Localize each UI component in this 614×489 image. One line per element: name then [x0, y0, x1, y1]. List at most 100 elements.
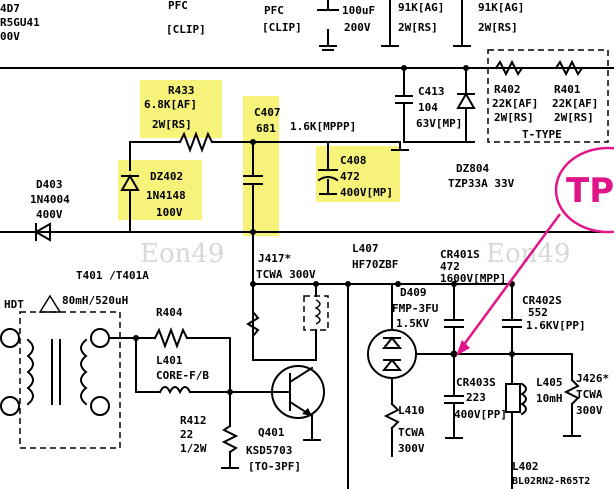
- r401-resistor: [554, 59, 584, 77]
- j417-jumper: [246, 310, 260, 338]
- label-cr403-val: 223: [466, 391, 486, 404]
- label-r404-name: R404: [156, 306, 183, 319]
- hdt-secondary-coil: [80, 338, 88, 406]
- label-d409-name: D409: [400, 286, 427, 299]
- label-r401-name: R401: [554, 83, 581, 96]
- coil-dashed-box: [303, 295, 329, 331]
- label-r433-w: 2W[RS]: [152, 118, 192, 131]
- label-dz804-name: DZ804: [456, 162, 489, 175]
- label-r401-w: 2W[RS]: [554, 111, 594, 124]
- r433-resistor: [178, 131, 214, 153]
- tp-arrow-head: [456, 340, 470, 356]
- label-r402-val: 22K[AF]: [492, 97, 538, 110]
- junction-dot: [463, 65, 469, 71]
- junction-dot: [133, 335, 139, 341]
- label-d403-name: D403: [36, 178, 63, 191]
- label-dz804-part: TZP33A 33V: [448, 177, 515, 190]
- label-d403-v: 400V: [36, 208, 63, 221]
- hdt-terminal: [0, 396, 20, 416]
- label-r412-name: R412: [180, 414, 207, 427]
- label-tp: TP: [566, 171, 614, 211]
- label-c407-val: 681: [256, 122, 276, 135]
- d403-diode: [33, 222, 51, 242]
- label-c407-name: C407: [254, 106, 281, 119]
- highlight-c408: [316, 146, 400, 202]
- label-l401-part: CORE-F/B: [156, 369, 209, 382]
- junction-dot: [250, 281, 256, 287]
- coil-icon: [314, 299, 321, 325]
- label-t401-val: 80mH/520uH: [62, 294, 128, 307]
- label-top-clip1: [CLIP]: [166, 23, 206, 36]
- label-c408-name: C408: [340, 154, 367, 167]
- label-c407-note: 1.6K[MPPP]: [290, 120, 356, 133]
- label-top-res1-w: 2W[RS]: [398, 21, 438, 34]
- label-cr403-name: CR403S: [456, 376, 496, 389]
- label-cr403-v: 400V[PP]: [454, 408, 507, 421]
- label-j417-part: TCWA 300V: [256, 268, 316, 281]
- r412-resistor: [221, 424, 239, 454]
- label-l402-part: BL02RN2-R65T2: [512, 476, 590, 487]
- label-top-clip2: [CLIP]: [262, 21, 302, 34]
- label-q401-pkg: [TO-3PF]: [248, 460, 301, 473]
- label-d409-part: FMP-3FU: [392, 302, 439, 315]
- label-l405-val: 10mH: [536, 392, 563, 405]
- label-j417-name: J417*: [258, 252, 291, 265]
- highlight-r433: [140, 80, 222, 138]
- label-left-top1: 4D7: [0, 2, 20, 15]
- label-left-top2: R5GU41: [0, 16, 40, 29]
- label-d409-v: 1.5KV: [396, 317, 429, 330]
- label-l402-name: L402: [512, 460, 539, 473]
- j426-jumper: [563, 378, 580, 406]
- label-r433-name: R433: [168, 84, 195, 97]
- hdt-primary-coil: [26, 338, 34, 406]
- label-left-top3: 00V: [0, 30, 20, 43]
- label-l407-name: L407: [352, 242, 379, 255]
- label-cr401-val: 472: [440, 260, 460, 273]
- hdt-terminal: [0, 328, 20, 348]
- label-dz402-v: 100V: [156, 206, 183, 219]
- label-c408-val: 472: [340, 170, 360, 183]
- dz804-diode: [456, 91, 476, 109]
- label-c413-val: 104: [418, 101, 438, 114]
- label-top-res1: 91K[AG]: [398, 1, 444, 14]
- label-top-pfc1: PFC: [168, 0, 188, 12]
- tp-junction-dot: [450, 350, 458, 358]
- junction-dot: [250, 139, 256, 145]
- label-j426-name: J426*: [576, 372, 609, 385]
- label-t-type: T-TYPE: [522, 128, 562, 141]
- q401-collector: [288, 366, 314, 384]
- label-c408-v: 400V[MP]: [340, 186, 393, 199]
- q401-emitter-arrow: [302, 408, 312, 416]
- watermark-left: Eon49: [140, 239, 224, 269]
- label-cr402-val: 552: [528, 306, 548, 319]
- tp-marker-ellipse: [554, 146, 614, 234]
- label-l410-name: L410: [398, 404, 425, 417]
- label-top-pfc2: PFC: [264, 4, 284, 17]
- label-l410-v: 300V: [398, 442, 425, 455]
- label-r412-val: 22: [180, 428, 193, 441]
- label-hdt: HDT: [4, 298, 24, 311]
- label-r402-name: R402: [494, 83, 521, 96]
- label-l410-part: TCWA: [398, 426, 425, 439]
- label-r401-val: 22K[AF]: [552, 97, 598, 110]
- label-r402-w: 2W[RS]: [494, 111, 534, 124]
- warning-triangle-icon: [38, 294, 62, 313]
- label-top-cap-v: 200V: [344, 21, 371, 34]
- label-c413-v: 63V[MP]: [416, 117, 462, 130]
- junction-dot: [250, 229, 256, 235]
- d409-diode-lower: [381, 358, 403, 371]
- label-top-res2: 91K[AG]: [478, 1, 524, 14]
- highlight-c407: [243, 96, 279, 236]
- l405-inductor: [520, 382, 527, 416]
- c408-plate-bottom: [317, 176, 339, 182]
- label-j426-part: TCWA: [576, 388, 603, 401]
- label-r433-val: 6.8K[AF]: [144, 98, 197, 111]
- l410-jumper: [383, 402, 400, 430]
- label-cr401-v: 1600V[MPP]: [440, 272, 506, 285]
- label-l401-name: L401: [156, 354, 183, 367]
- junction-dot: [451, 281, 457, 287]
- label-l407-part: HF70ZBF: [352, 258, 398, 271]
- r404-resistor: [153, 327, 189, 349]
- label-dz402-part: 1N4148: [146, 189, 186, 202]
